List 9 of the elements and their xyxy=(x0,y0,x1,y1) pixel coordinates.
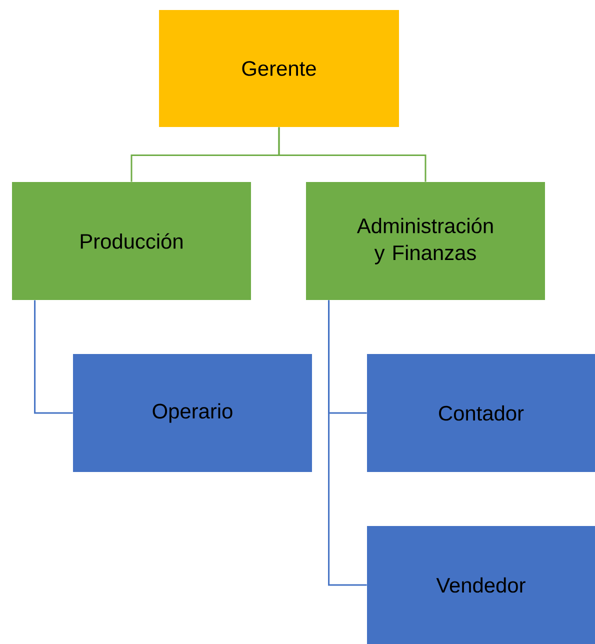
manager-box: Gerente xyxy=(159,10,399,127)
department-box: Producción xyxy=(12,182,251,300)
employee-box: Vendedor xyxy=(367,526,595,644)
connector-line xyxy=(328,300,367,586)
department-box: Administración y Finanzas xyxy=(306,182,545,300)
connector-line xyxy=(34,300,73,414)
employee-box: Operario xyxy=(73,354,312,472)
employee-box: Contador xyxy=(367,354,595,472)
connector-line xyxy=(278,127,426,182)
